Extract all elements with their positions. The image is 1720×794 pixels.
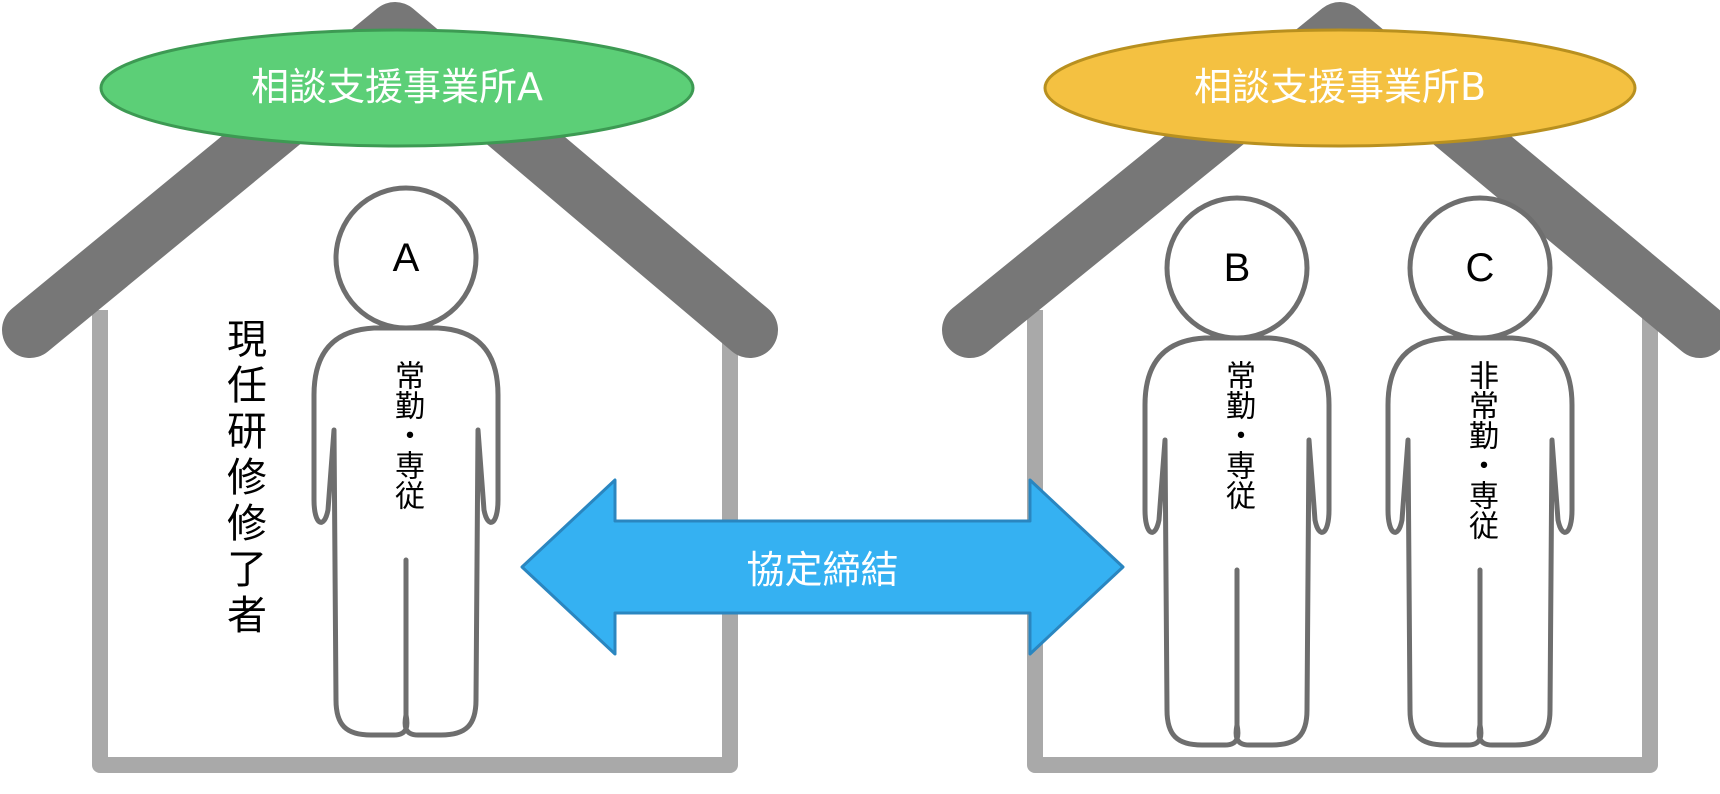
person-body — [1142, 335, 1332, 748]
office-b-oval — [1043, 28, 1637, 148]
training-annotation: 現任研修修了者 — [220, 318, 266, 640]
office-a-oval — [99, 28, 695, 148]
agreement-label: 協定締結 — [746, 548, 899, 592]
person-body — [1385, 335, 1575, 748]
office-b-label: 相談支援事業所B — [1193, 65, 1487, 109]
person-c-role: 非常勤・専従 — [1463, 360, 1498, 540]
office-a-label: 相談支援事業所A — [251, 65, 543, 109]
person-a-role: 常勤・専従 — [389, 360, 424, 510]
person-body — [311, 325, 501, 738]
person-figure-b — [1142, 195, 1332, 748]
person-a-letter: A — [392, 236, 420, 280]
person-b-role: 常勤・専従 — [1220, 360, 1255, 510]
person-c-letter: C — [1465, 246, 1495, 290]
agreement-double-arrow — [520, 478, 1125, 656]
person-b-letter: B — [1223, 246, 1251, 290]
person-figure-a — [311, 185, 501, 738]
person-figure-c — [1385, 195, 1575, 748]
